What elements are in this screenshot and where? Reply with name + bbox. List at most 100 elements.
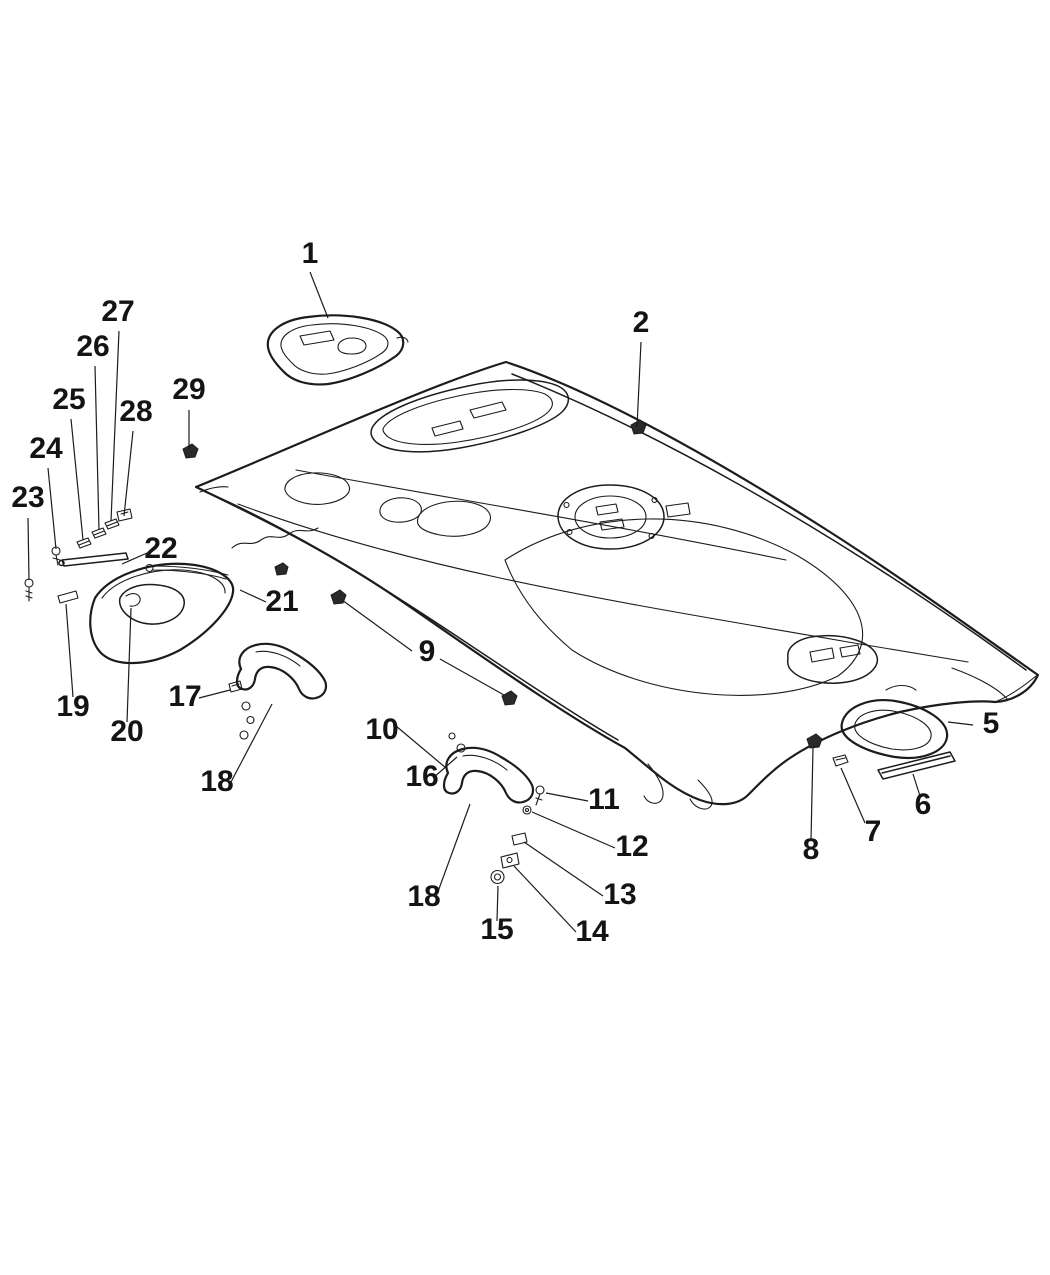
leader-28: [123, 430, 134, 517]
callout-29: 29: [172, 373, 205, 406]
leader-20: [126, 607, 132, 723]
speaker-ring-bolts: [563, 496, 658, 540]
clip-item-25: [76, 537, 92, 549]
clip-item-17: [228, 680, 243, 693]
mid-handle-detail: [462, 754, 508, 771]
callout-25: 25: [52, 383, 85, 416]
visor-support-arm: [57, 590, 79, 604]
sunroof-opening: [370, 379, 570, 453]
retainer-clips: [182, 419, 823, 749]
callout-12: 12: [615, 830, 648, 863]
headliner-outline: [194, 360, 1040, 806]
clip-item-2: [630, 419, 647, 435]
washer-item-12: [522, 805, 532, 815]
leader-9a: [341, 599, 413, 652]
callout-10: 10: [365, 713, 398, 746]
visor-clip-hook: [125, 593, 141, 607]
sun-visor-part: [57, 552, 235, 665]
visor-hardware-parts: [24, 508, 133, 602]
callout-21: 21: [265, 585, 298, 618]
b-pillar-bumps: [643, 763, 713, 810]
leader-lines: [27, 271, 974, 933]
callout-19: 19: [56, 690, 89, 723]
leader-11: [545, 792, 589, 802]
callout-2: 2: [633, 306, 650, 339]
clip-item-29: [182, 443, 199, 459]
callout-5: 5: [983, 707, 1000, 740]
callout-28: 28: [119, 395, 152, 428]
headliner-crease-lines: [237, 469, 969, 696]
leader-18a: [230, 703, 273, 783]
callout-26: 26: [76, 330, 109, 363]
callout-9: 9: [419, 635, 436, 668]
leader-6: [912, 773, 921, 797]
leader-14: [513, 865, 577, 933]
callout-15: 15: [480, 913, 513, 946]
leader-2: [636, 341, 642, 428]
speaker-ring-outer: [557, 484, 665, 550]
leader-23: [27, 517, 30, 581]
console-dish-inner: [280, 323, 409, 375]
callout-8: 8: [803, 833, 820, 866]
front-console-cutout: [284, 472, 422, 523]
grab-handle-mid: [442, 732, 545, 885]
callout-18-front: 18: [200, 765, 233, 798]
front-handle-detail: [255, 650, 301, 667]
visor-pivot-rod: [145, 563, 229, 580]
screw-item-23: [24, 578, 34, 602]
callout-22: 22: [144, 532, 177, 565]
leader-13: [523, 841, 604, 897]
leader-10: [395, 725, 447, 769]
callout-labels: 1 2 5 6 7 8 9 10 11 12 13 14 15 16 17 18…: [11, 237, 999, 948]
leader-21: [239, 589, 267, 603]
screw-item-11: [535, 785, 545, 806]
callout-13: 13: [603, 878, 636, 911]
callout-17: 17: [168, 680, 201, 713]
screw-item-24: [51, 546, 61, 566]
callout-6: 6: [915, 788, 932, 821]
speaker-ring-inner: [574, 495, 691, 539]
leader-27: [110, 330, 120, 522]
leader-22: [121, 552, 148, 565]
callout-27: 27: [101, 295, 134, 328]
console-dish-outer: [266, 314, 405, 386]
rear-handle-inner: [854, 709, 932, 751]
mid-handle-body: [442, 746, 535, 804]
sunroof-opening-inner: [382, 389, 553, 445]
leader-25: [70, 418, 84, 541]
callout-7: 7: [865, 815, 882, 848]
clip-item-9b: [501, 690, 518, 706]
leader-7: [840, 767, 866, 824]
callout-18-mid: 18: [407, 880, 440, 913]
trim-strip: [832, 751, 956, 780]
rear-console-cutout: [786, 634, 878, 684]
leader-16: [432, 756, 458, 779]
grommet-item-15: [490, 869, 505, 885]
dome-lamp-opening: [416, 500, 491, 537]
callout-14: 14: [575, 915, 609, 948]
clip-extra: [274, 562, 289, 576]
leader-12: [531, 811, 616, 849]
grab-handle-front: [228, 642, 328, 740]
rear-assist-handle: [840, 699, 949, 759]
headliner-corner-folds: [195, 480, 1037, 703]
leader-26: [94, 365, 100, 531]
leader-8: [810, 747, 814, 841]
callout-23: 23: [11, 481, 44, 514]
leader-15: [496, 885, 499, 922]
clip-item-27: [104, 518, 120, 530]
leader-9b: [439, 658, 505, 696]
front-handle-body: [235, 642, 328, 700]
bracket-item-14: [500, 852, 520, 869]
visor-mirror-cutout: [118, 583, 185, 625]
callout-24: 24: [29, 432, 63, 465]
rear-console-details: [809, 644, 917, 691]
screw-item-16: [448, 732, 466, 753]
callout-11: 11: [588, 783, 620, 816]
visor-body: [89, 562, 235, 665]
leader-5: [947, 721, 974, 726]
leader-18b: [435, 803, 471, 898]
leader-1: [309, 271, 329, 319]
clip-item-8: [806, 733, 823, 749]
